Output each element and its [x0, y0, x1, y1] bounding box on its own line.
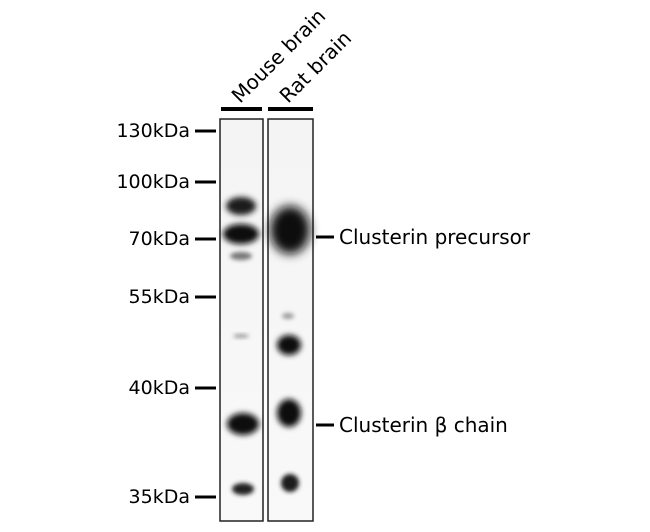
marker-label: 35kDa [129, 486, 190, 508]
marker-label: 55kDa [129, 286, 190, 308]
annotation-clusterin-precursor: Clusterin precursor [316, 225, 531, 249]
annotation-label: Clusterin precursor [339, 225, 531, 249]
marker-100kda: 100kDa [116, 171, 216, 193]
band-mouse-70kda [223, 224, 259, 244]
annotation-label: Clusterin β chain [339, 413, 508, 437]
band-rat-47kda [277, 335, 301, 355]
lane-mouse-brain [219, 118, 264, 522]
marker-130kda: 130kDa [116, 120, 216, 142]
band-rat-beta-chain [277, 399, 301, 427]
marker-label: 100kDa [116, 171, 190, 193]
band-mouse-65kda [230, 252, 252, 260]
marker-label: 70kDa [129, 228, 190, 250]
marker-35kda: 35kDa [129, 486, 216, 508]
annotation-clusterin-beta-chain: Clusterin β chain [316, 413, 508, 437]
marker-70kda: 70kDa [129, 228, 216, 250]
marker-55kda: 55kDa [129, 286, 216, 308]
band-rat-35kda [281, 474, 299, 492]
band-mouse-beta-chain [227, 413, 259, 435]
marker-label: 40kDa [129, 377, 190, 399]
band-mouse-85kda [226, 197, 256, 215]
band-rat-70kda [270, 206, 310, 254]
band-mouse-50kda [233, 334, 249, 338]
marker-label: 130kDa [116, 120, 190, 142]
band-rat-52kda [282, 313, 294, 319]
band-mouse-35kda [232, 483, 254, 495]
lane-rat-brain [267, 118, 314, 522]
marker-40kda: 40kDa [129, 377, 216, 399]
